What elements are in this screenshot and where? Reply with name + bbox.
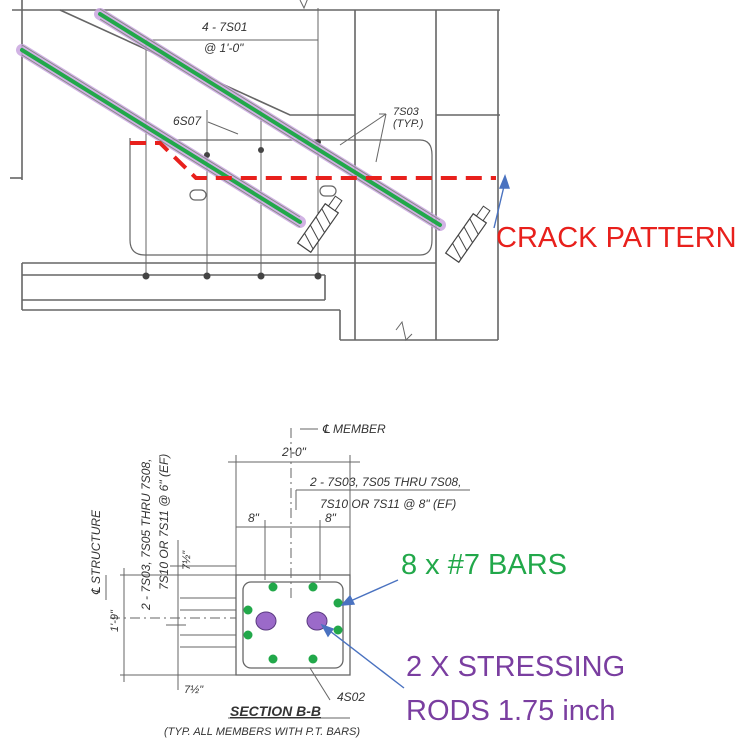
crack-pattern-line xyxy=(130,141,496,180)
callout-arrows xyxy=(320,174,510,689)
label-typ: (TYP.) xyxy=(393,118,424,130)
bar-5 xyxy=(243,630,253,640)
dim-bottom-cover: 7½" xyxy=(184,684,204,696)
bar-7 xyxy=(268,654,278,664)
section-bars xyxy=(243,582,343,664)
note-right-line-1: 2 - 7S03, 7S05 THRU 7S08, xyxy=(309,475,461,489)
label-6s07: 6S07 xyxy=(173,114,202,128)
dim-8-right: 8" xyxy=(325,511,337,525)
crack-pattern-callout: CRACK PATTERN xyxy=(496,222,737,254)
diagonal-bar-lower xyxy=(16,44,306,228)
diagonal-bar-upper xyxy=(94,8,446,231)
structure-centerline-label: ℄ STRUCTURE xyxy=(89,509,103,595)
bar-2 xyxy=(308,582,318,592)
member-centerline-label: ℄ MEMBER xyxy=(322,422,386,436)
section-title: SECTION B-B xyxy=(230,703,321,719)
label-7s03: 7S03 xyxy=(393,106,420,118)
note-right-line-2: 7S10 OR 7S11 @ 8" (EF) xyxy=(320,497,456,511)
stressing-rods xyxy=(255,611,328,631)
label-top-bars: 4 - 7S01 xyxy=(202,20,247,34)
anchor-nut-left xyxy=(296,195,343,254)
dim-top-cover: 7½" xyxy=(181,550,193,570)
note-left-line-1: 2 - 7S03, 7S05 THRU 7S08, xyxy=(139,459,153,611)
bar-1 xyxy=(268,582,278,592)
rod-left xyxy=(255,611,277,631)
bar-4 xyxy=(333,598,343,608)
section-linework xyxy=(105,428,470,719)
note-left-line-2: 7S10 OR 7S11 @ 6" (EF) xyxy=(157,454,171,590)
dim-8-left: 8" xyxy=(248,511,260,525)
anchor-nut-right xyxy=(444,205,491,264)
stirrup-label: 4S02 xyxy=(337,690,365,704)
rods-callout-line-2: RODS 1.75 inch xyxy=(406,695,616,727)
dim-total-width: 2'-0" xyxy=(281,445,307,459)
elevation-detail xyxy=(10,0,500,341)
bar-8 xyxy=(308,654,318,664)
dim-height: 1'-9" xyxy=(109,609,121,632)
bars-callout: 8 x #7 BARS xyxy=(401,549,568,581)
bar-6 xyxy=(333,625,343,635)
top-detail-bar-dots xyxy=(142,139,322,280)
label-spacing: @ 1'-0" xyxy=(204,41,244,55)
bar-3 xyxy=(243,605,253,615)
section-subtitle: (TYP. ALL MEMBERS WITH P.T. BARS) xyxy=(164,726,360,738)
rods-callout-line-1: 2 X STRESSING xyxy=(406,651,626,683)
